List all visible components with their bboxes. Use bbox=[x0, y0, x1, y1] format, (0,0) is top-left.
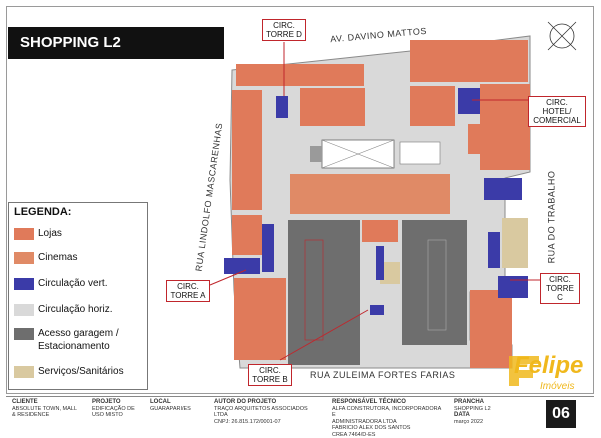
shop-block bbox=[300, 88, 365, 126]
street-label-east: RUA DO TRABALHO bbox=[546, 170, 557, 264]
legend-title: LEGENDA: bbox=[14, 206, 72, 218]
sheet-number: 06 bbox=[546, 400, 576, 428]
shop-block bbox=[468, 124, 496, 154]
brand-sub: Imóveis bbox=[540, 381, 575, 392]
shop-block bbox=[232, 90, 262, 210]
shop-block bbox=[362, 220, 398, 242]
legend: LEGENDA: Lojas Cinemas Circulação vert. … bbox=[8, 202, 148, 390]
vertical-circ bbox=[498, 276, 528, 298]
vertical-circ bbox=[458, 88, 480, 114]
vertical-circ bbox=[376, 246, 384, 280]
footer-local: LOCAL GUARAPARI/ES bbox=[150, 399, 191, 412]
escalator bbox=[399, 141, 441, 165]
shop-block bbox=[410, 40, 528, 82]
legend-item: Serviços/Sanitários bbox=[14, 365, 124, 378]
parking-lanes bbox=[427, 239, 447, 331]
legend-label: Lojas bbox=[38, 228, 62, 239]
legend-item: Lojas bbox=[14, 227, 62, 240]
footer-projeto: PROJETO EDIFICAÇÃO DE USO MISTO bbox=[92, 399, 135, 418]
brand-logo-icon bbox=[509, 356, 539, 386]
shop-block bbox=[290, 174, 450, 214]
title-block: CLIENTE ABSOLUTE TOWN, MALL & RESIDENCE … bbox=[6, 396, 594, 438]
footer-cliente: CLIENTE ABSOLUTE TOWN, MALL & RESIDENCE bbox=[12, 399, 77, 418]
vertical-circ bbox=[262, 224, 274, 272]
shop-block bbox=[470, 342, 512, 368]
garage-block bbox=[402, 220, 467, 345]
legend-swatch bbox=[14, 366, 34, 378]
page-title: SHOPPING L2 bbox=[8, 27, 224, 59]
shop-block bbox=[232, 215, 262, 255]
escalator bbox=[310, 146, 322, 162]
callout-torre-b: CIRC. TORRE B bbox=[248, 364, 292, 386]
legend-label: Acesso garagem / Estacionamento bbox=[38, 328, 119, 352]
legend-label: Serviços/Sanitários bbox=[38, 366, 124, 377]
legend-label: Circulação vert. bbox=[38, 278, 108, 289]
vertical-circ bbox=[224, 258, 260, 274]
footer-autor: AUTOR DO PROJETO TRAÇO ARQUITETOS ASSOCI… bbox=[214, 399, 308, 425]
parking-lanes bbox=[304, 239, 324, 341]
services-block bbox=[380, 262, 400, 284]
legend-swatch bbox=[14, 328, 34, 340]
vertical-circ bbox=[276, 96, 288, 118]
garage-block bbox=[288, 220, 360, 365]
shop-block bbox=[234, 278, 286, 360]
legend-item: Circulação vert. bbox=[14, 277, 107, 290]
vertical-circ bbox=[370, 305, 384, 315]
shop-block bbox=[236, 64, 364, 86]
north-arrow-icon bbox=[547, 21, 577, 51]
callout-torre-c: CIRC. TORRE C bbox=[540, 273, 580, 304]
legend-swatch bbox=[14, 278, 34, 290]
legend-label: Cinemas bbox=[38, 252, 78, 263]
legend-item: Cinemas bbox=[14, 251, 77, 264]
vertical-circ bbox=[488, 232, 500, 268]
street-label-south: RUA ZULEIMA FORTES FARIAS bbox=[310, 370, 456, 380]
callout-torre-d: CIRC. TORRE D bbox=[262, 19, 306, 41]
callout-hotel-comercial: CIRC. HOTEL/ COMERCIAL bbox=[528, 96, 586, 127]
legend-swatch bbox=[14, 228, 34, 240]
footer-responsavel: RESPONSÁVEL TÉCNICO ALFA CONSTRUTORA, IN… bbox=[332, 399, 442, 438]
services-block bbox=[502, 218, 528, 268]
legend-label: Circulação horiz. bbox=[38, 304, 113, 315]
legend-item: Circulação horiz. bbox=[14, 303, 112, 316]
footer-prancha: PRANCHA SHOPPING L2 DATA março 2022 bbox=[454, 399, 491, 425]
shop-block bbox=[410, 86, 455, 126]
shop-block bbox=[470, 290, 512, 342]
legend-item: Acesso garagem / Estacionamento bbox=[14, 327, 119, 353]
vertical-circ bbox=[484, 178, 522, 200]
brand-name: Felipe bbox=[514, 352, 584, 379]
callout-torre-a: CIRC. TORRE A bbox=[166, 280, 210, 302]
legend-swatch bbox=[14, 252, 34, 264]
legend-swatch bbox=[14, 304, 34, 316]
